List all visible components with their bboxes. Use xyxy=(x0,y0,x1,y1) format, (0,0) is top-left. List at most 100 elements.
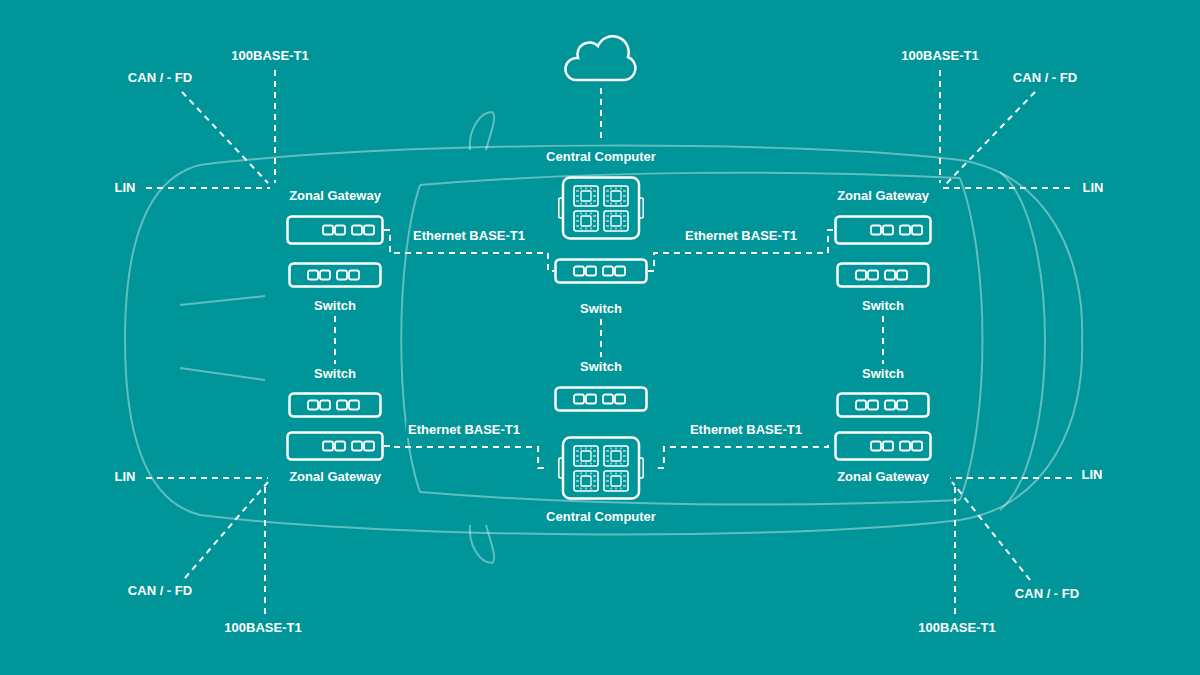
leader-line xyxy=(182,92,268,183)
car-windshield xyxy=(960,178,983,500)
bus-label: CAN / - FD xyxy=(126,70,194,86)
switch-box xyxy=(290,264,381,287)
ethernet-link xyxy=(384,446,544,468)
port-icon xyxy=(885,271,895,280)
node-label: Zonal Gateway xyxy=(287,469,383,485)
port-icon xyxy=(320,271,330,280)
port-icon xyxy=(883,442,893,451)
port-icon xyxy=(603,395,613,404)
port-icon xyxy=(335,442,345,451)
port-icon xyxy=(320,401,330,410)
node-label: Zonal Gateway xyxy=(287,188,383,204)
node-shape xyxy=(836,392,930,418)
car-hood xyxy=(1000,172,1045,510)
node-label: Switch xyxy=(578,301,624,317)
network-switch: Switch xyxy=(554,258,648,317)
chip-icon xyxy=(604,471,628,491)
chip-icon xyxy=(574,211,598,231)
node-label: Switch xyxy=(312,298,358,314)
shape-group xyxy=(556,388,647,411)
port-icon xyxy=(308,401,318,410)
port-icon xyxy=(871,226,881,235)
computer-box xyxy=(563,438,639,499)
port-icon xyxy=(308,271,318,280)
computer-box xyxy=(563,178,639,239)
node-shape xyxy=(836,262,930,288)
switch-box xyxy=(838,394,929,417)
node-shape xyxy=(554,258,648,284)
port-icon xyxy=(335,226,345,235)
leader-line xyxy=(943,187,1074,189)
ethernet-link xyxy=(658,446,834,468)
cloud-icon xyxy=(565,36,635,80)
port-icon xyxy=(586,395,596,404)
car-mirror xyxy=(470,112,494,150)
node-label: Switch xyxy=(578,359,624,375)
port-icon xyxy=(574,395,584,404)
shape-group xyxy=(556,260,647,283)
node-shape xyxy=(558,176,644,240)
leader-line xyxy=(952,482,1030,580)
shape-group xyxy=(836,217,931,244)
node-label: Switch xyxy=(312,366,358,382)
port-icon xyxy=(364,442,374,451)
ethernet-link xyxy=(882,316,884,364)
port-icon xyxy=(337,271,347,280)
bus-label: CAN / - FD xyxy=(126,583,194,599)
node-shape xyxy=(834,431,932,461)
shape-group xyxy=(290,264,381,287)
port-icon xyxy=(323,442,333,451)
leader-line xyxy=(146,477,268,479)
port-icon xyxy=(868,271,878,280)
link-label: Ethernet BASE-T1 xyxy=(688,422,804,438)
network-switch: Switch xyxy=(836,262,930,314)
shape-group xyxy=(290,394,381,417)
port-icon xyxy=(349,401,359,410)
chip-icon xyxy=(574,186,598,206)
leader-lines xyxy=(146,70,1074,614)
port-icon xyxy=(337,401,347,410)
port-icon xyxy=(615,267,625,276)
shape-group xyxy=(838,394,929,417)
port-icon xyxy=(897,401,907,410)
network-switch: Switch xyxy=(288,366,382,418)
port-icon xyxy=(856,401,866,410)
cloud-link xyxy=(600,88,602,142)
central-computer: Central Computer xyxy=(544,149,658,240)
shape-group xyxy=(836,433,931,460)
link-label: Ethernet BASE-T1 xyxy=(411,228,527,244)
node-shape xyxy=(286,215,384,245)
zonal-gateway: Zonal Gateway xyxy=(834,188,932,245)
network-switch: Switch xyxy=(836,366,930,418)
port-icon xyxy=(912,442,922,451)
leader-line xyxy=(945,92,1035,185)
chip-icon xyxy=(604,186,628,206)
bus-label: LIN xyxy=(1081,180,1106,196)
zonal-gateway: Zonal Gateway xyxy=(286,431,384,485)
node-label: Switch xyxy=(860,298,906,314)
shape-group xyxy=(838,264,929,287)
switch-box xyxy=(290,394,381,417)
port-icon xyxy=(883,226,893,235)
bus-label: CAN / - FD xyxy=(1013,586,1081,602)
port-icon xyxy=(868,401,878,410)
shape-group xyxy=(288,433,383,460)
bus-label: LIN xyxy=(113,180,138,196)
node-shape xyxy=(286,431,384,461)
port-icon xyxy=(912,226,922,235)
network-switch: Switch xyxy=(554,359,648,412)
node-label: Zonal Gateway xyxy=(835,469,931,485)
link-label: Ethernet BASE-T1 xyxy=(683,228,799,244)
leader-line xyxy=(950,477,1072,479)
leader-line xyxy=(954,482,956,614)
port-icon xyxy=(364,226,374,235)
switch-box xyxy=(556,260,647,283)
port-icon xyxy=(352,442,362,451)
port-icon xyxy=(897,271,907,280)
port-icon xyxy=(871,442,881,451)
cloud-group xyxy=(565,36,635,80)
port-icon xyxy=(856,271,866,280)
node-label: Central Computer xyxy=(544,509,658,525)
